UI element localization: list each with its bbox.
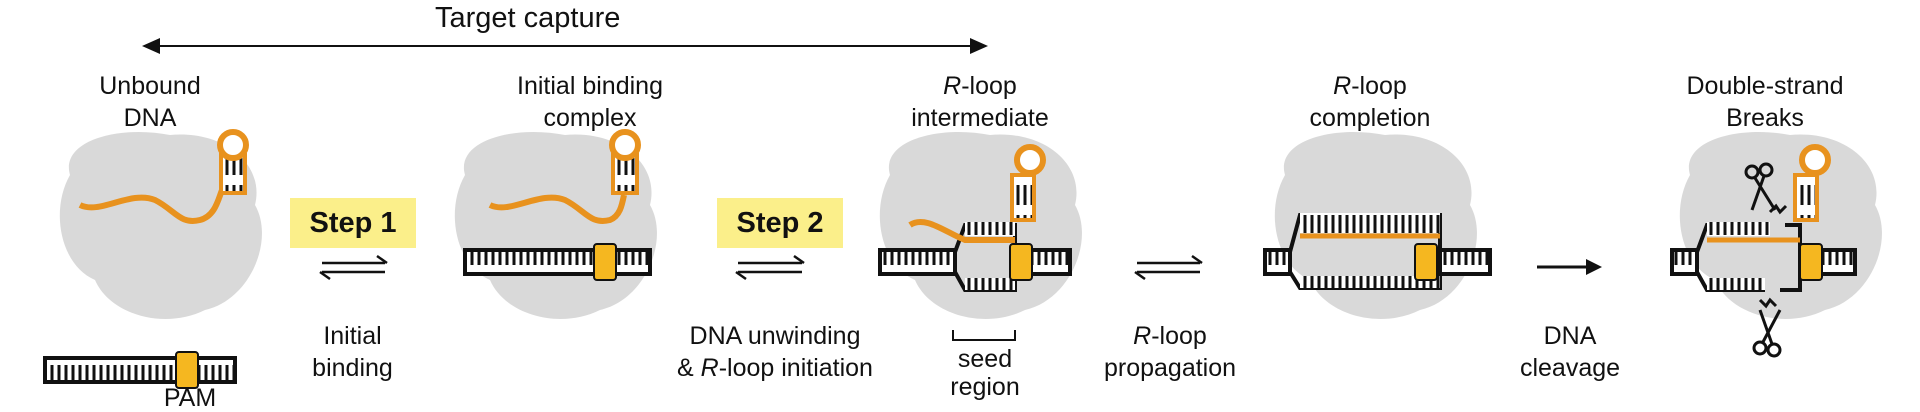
guide-rna-1 (78, 129, 249, 224)
pam-label: PAM (163, 384, 217, 412)
scissors-icon-top (1744, 162, 1788, 215)
target-capture-arrow (142, 38, 988, 54)
protein-blob-1 (59, 131, 262, 319)
guide-rna-2 (488, 129, 641, 224)
unbound-dna (43, 351, 237, 389)
step-dna-unwinding-label: DNA unwinding & R-loop initiation (677, 322, 873, 382)
rloop-intermediate (878, 144, 1072, 292)
step-1-badge: Step 1 (290, 198, 416, 248)
cleaved-dna (1670, 144, 1857, 292)
step-rloop-propagation-label: R-loop propagation (1103, 322, 1237, 382)
state-rloop-completion-label: R-loop completion (1309, 72, 1431, 132)
target-capture-title: Target capture (435, 2, 621, 34)
seed-region-bracket (952, 330, 1016, 341)
forward-arrow (1537, 259, 1602, 275)
equilibrium-arrow-1 (319, 254, 388, 281)
bound-dna-2 (463, 243, 652, 281)
equilibrium-arrow-3 (1134, 254, 1203, 281)
equilibrium-arrow-2 (735, 254, 805, 281)
rloop-completion (1263, 213, 1492, 290)
scissors-icon-bottom (1752, 297, 1782, 358)
state-rloop-intermediate-label: R-loop intermediate (911, 72, 1049, 132)
step-2-badge: Step 2 (717, 198, 843, 248)
